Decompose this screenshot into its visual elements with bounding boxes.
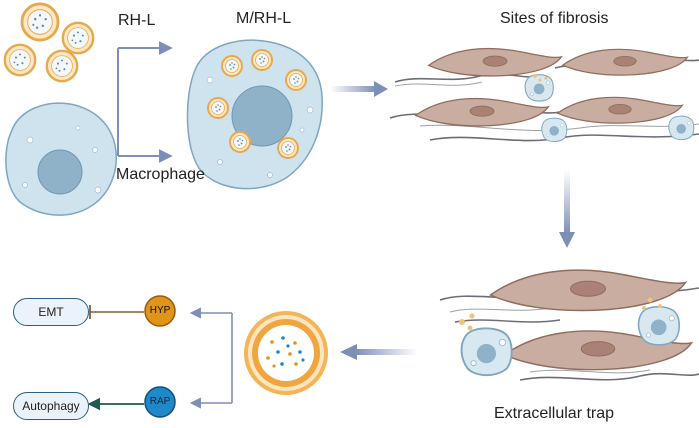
- branch-arrows: [117, 41, 173, 163]
- extracellular-trap-site: [439, 269, 699, 381]
- hyp-label: HYP: [149, 305, 171, 316]
- drug-branch-arrows: [189, 307, 233, 409]
- macrophage-cell: [5, 102, 117, 216]
- m-rh-l-label: M/RH-L: [236, 10, 292, 27]
- hyp-inhibits-emt: [89, 305, 144, 319]
- rh-l-label: RH-L: [118, 12, 156, 29]
- liposome: [244, 311, 328, 395]
- rap-badge: [144, 386, 176, 418]
- free-vesicles: [3, 2, 95, 83]
- arrow-down: [564, 170, 570, 234]
- loaded-macrophage: [186, 39, 323, 190]
- emt-box: EMT: [13, 298, 89, 326]
- hyp-badge: [144, 295, 176, 327]
- liposome-payload: [266, 336, 305, 368]
- arrow-to-fibrosis: [330, 86, 376, 92]
- fibrosis-site: [389, 47, 699, 143]
- arrow-to-liposome: [355, 349, 417, 355]
- autophagy-box: Autophagy: [13, 392, 89, 420]
- macrophage-label: Macrophage: [116, 166, 205, 183]
- sites-of-fibrosis-label: Sites of fibrosis: [500, 10, 609, 27]
- extracellular-trap-label: Extracellular trap: [494, 405, 615, 422]
- rap-label: RAP: [149, 396, 171, 407]
